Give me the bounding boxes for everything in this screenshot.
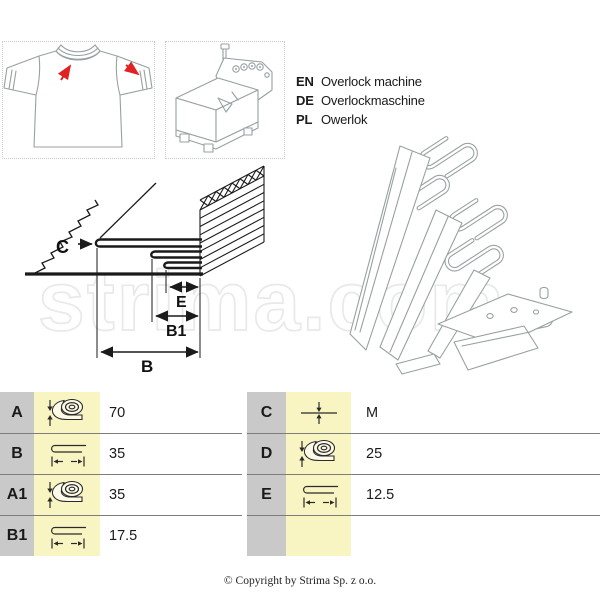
- folded-tape-width-icon: [34, 434, 100, 474]
- spec-row-value: 70: [100, 392, 242, 433]
- table-row: A1 35: [0, 474, 242, 515]
- spec-row-label: A1: [0, 475, 34, 515]
- dim-label-b: B: [141, 357, 153, 376]
- tape-roll-width-icon: [286, 434, 351, 474]
- table-row: B 35: [0, 433, 242, 474]
- machine-image-box: [165, 41, 285, 159]
- table-row: B1 17.5: [0, 515, 242, 556]
- t-shirt-image-box: [2, 41, 155, 159]
- fabric-fold-line: [99, 182, 157, 239]
- t-shirt-drawing: [3, 44, 153, 148]
- spec-row-value: 35: [100, 434, 242, 474]
- tape-roll-width-icon: [34, 392, 100, 433]
- folded-tape-width-icon: [286, 475, 351, 515]
- sleeve-arrow: [123, 61, 140, 76]
- language-row-pl: PL Owerlok: [296, 110, 425, 129]
- spec-row-value: M: [351, 392, 600, 433]
- spec-row-value: 35: [100, 475, 242, 515]
- binder-attachment-drawing: [349, 128, 573, 375]
- dim-label-b1: B1: [166, 323, 187, 340]
- spec-table-right: C M D 25 E 12.5: [247, 392, 600, 556]
- dimension-reference-lines: [96, 248, 201, 358]
- table-row: D 25: [247, 433, 600, 474]
- copyright-text: © Copyright by Strima Sp. z o.o.: [223, 575, 377, 587]
- language-code: DE: [296, 93, 314, 108]
- spec-row-value: 12.5: [351, 475, 600, 515]
- fold-dimension-diagram: C E B1 B: [25, 165, 265, 376]
- material-thickness-icon: [286, 392, 351, 433]
- language-name: Owerlok: [321, 112, 368, 127]
- language-row-de: DE Overlockmaschine: [296, 91, 425, 110]
- spec-row-label: A: [0, 392, 34, 433]
- wire-guide-icon: [448, 191, 509, 246]
- spec-row-value: 17.5: [100, 516, 242, 556]
- dim-label-e: E: [176, 294, 187, 311]
- tape-roll-width-icon: [34, 475, 100, 515]
- table-row: [247, 515, 600, 556]
- overlock-machine-icon: [175, 43, 273, 153]
- language-row-en: EN Overlock machine: [296, 72, 425, 91]
- overlock-stitch-column: [199, 165, 265, 277]
- empty-icon-cell: [286, 516, 351, 556]
- table-row: A 70: [0, 392, 242, 433]
- folded-tape-width-icon: [34, 516, 100, 556]
- collar-arrow: [57, 64, 72, 81]
- spec-row-label: [247, 516, 286, 556]
- table-row: C M: [247, 392, 600, 433]
- fabric-torn-edge: [32, 199, 99, 275]
- mounting-plate: [395, 286, 573, 375]
- spec-row-label: C: [247, 392, 286, 433]
- language-code: PL: [296, 112, 313, 127]
- table-row: E 12.5: [247, 474, 600, 515]
- spec-row-label: B: [0, 434, 34, 474]
- dim-label-c: C: [56, 237, 69, 257]
- spec-row-label: E: [247, 475, 286, 515]
- fold-layer-3: [163, 261, 202, 270]
- spec-row-value: 25: [351, 434, 600, 474]
- language-names: EN Overlock machine DE Overlockmaschine …: [296, 72, 425, 129]
- language-name: Overlockmaschine: [321, 93, 425, 108]
- spec-row-label: B1: [0, 516, 34, 556]
- fold-layer-2: [150, 250, 202, 259]
- spec-row-value: [351, 516, 600, 556]
- language-code: EN: [296, 74, 314, 89]
- fold-layer-1: [94, 238, 202, 248]
- spec-row-label: D: [247, 434, 286, 474]
- folder-cones: [349, 145, 491, 361]
- spec-table-left: A 70 B 35 A1 35 B1 17.5: [0, 392, 242, 556]
- language-name: Overlock machine: [321, 74, 422, 89]
